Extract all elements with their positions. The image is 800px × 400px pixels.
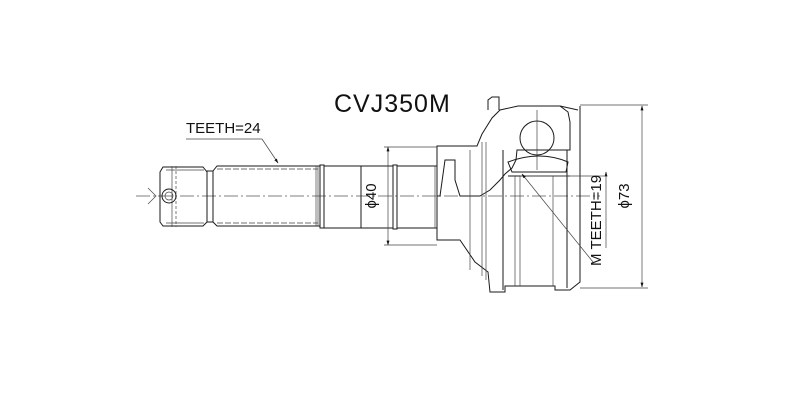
shaft-tip bbox=[147, 166, 214, 227]
mid-shaft bbox=[319, 164, 438, 230]
part-number-title: CVJ350M bbox=[334, 90, 451, 118]
teeth-24-label: TEETH=24 bbox=[186, 120, 261, 137]
teeth-24-callout: TEETH=24 bbox=[186, 120, 279, 164]
shaft-diameter-label: ϕ40 bbox=[363, 183, 380, 208]
housing-diameter-label: ϕ73 bbox=[616, 183, 633, 208]
housing-body bbox=[436, 105, 581, 293]
teeth-19-callout: MTEETH=19 bbox=[520, 171, 608, 266]
cotter-pin-hole-icon bbox=[161, 188, 177, 204]
housing-diameter-dimension: ϕ73 bbox=[580, 104, 648, 289]
shaft-diameter-dimension: ϕ40 bbox=[363, 146, 437, 246]
teeth-19-label: MTEETH=19 bbox=[588, 175, 605, 266]
teeth-19-prefix: M bbox=[588, 254, 605, 267]
